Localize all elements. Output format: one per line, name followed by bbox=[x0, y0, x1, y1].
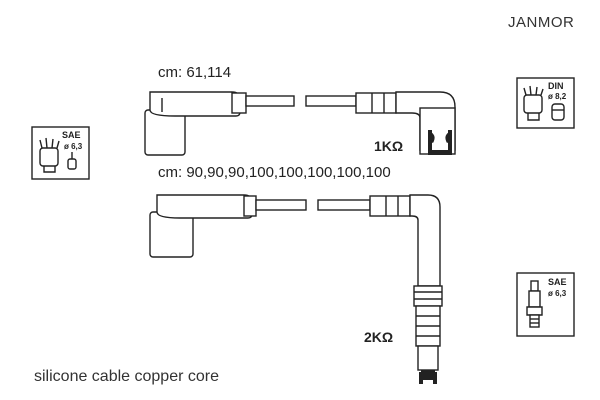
spark-plug-standard: SAE bbox=[548, 277, 567, 287]
brand-name: JANMOR bbox=[508, 14, 575, 31]
cable-1-length-label: cm: 61,114 bbox=[158, 64, 232, 81]
cable-1-right-boot bbox=[355, 91, 456, 155]
cable-2-spark-plug-boot bbox=[369, 194, 443, 384]
cable-2-left-boot bbox=[149, 194, 257, 258]
spark-plug-icon bbox=[516, 272, 575, 337]
distributor-cap-icon bbox=[31, 126, 90, 180]
distributor-left-standard: SAE bbox=[62, 130, 81, 140]
cable-material-note: silicone cable copper core bbox=[34, 368, 219, 385]
distributor-left-diameter: ø 6,3 bbox=[64, 142, 83, 151]
distributor-right-diameter: ø 8,2 bbox=[548, 92, 567, 101]
cable-1-left-boot bbox=[144, 91, 247, 156]
cable-2-length-label: cm: 90,90,90,100,100,100,100,100 bbox=[158, 164, 391, 181]
cable-1-terminal-clip bbox=[428, 130, 452, 155]
spark-plug-diameter: ø 6,3 bbox=[548, 289, 567, 298]
distributor-right-standard: DIN bbox=[548, 81, 564, 91]
cable-1-wire bbox=[245, 95, 357, 107]
cable-2-resistance: 2KΩ bbox=[364, 329, 394, 345]
cable-2-wire bbox=[255, 199, 371, 211]
distributor-cap-din-icon bbox=[516, 77, 575, 129]
cable-1-resistance: 1KΩ bbox=[374, 138, 404, 154]
